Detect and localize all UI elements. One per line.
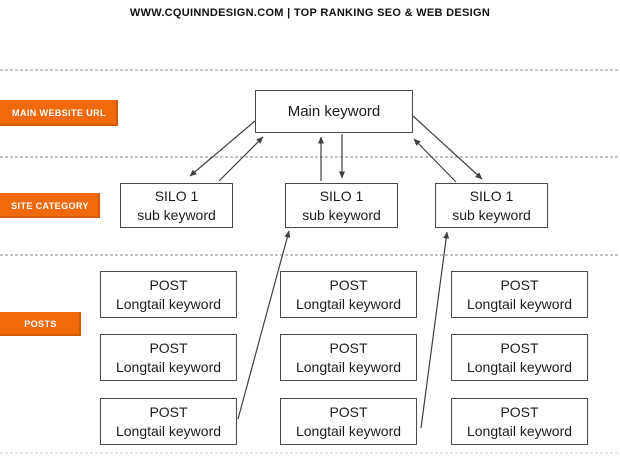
- row-label-main-website-url: MAIN WEBSITE URL: [0, 100, 118, 126]
- row-label-posts-text: POSTS: [24, 319, 57, 329]
- silo-subtitle: sub keyword: [137, 206, 216, 223]
- post-subtitle: Longtail keyword: [466, 358, 573, 375]
- post-subtitle: Longtail keyword: [295, 295, 402, 312]
- post-subtitle: Longtail keyword: [295, 422, 402, 439]
- silo-box-3: SILO 1 sub keyword: [435, 183, 548, 228]
- page-title: WWW.CQUINNDESIGN.COM | TOP RANKING SEO &…: [129, 7, 491, 19]
- post-box-col3-row3: POST Longtail keyword: [451, 398, 588, 445]
- silo-title: SILO 1: [154, 187, 199, 204]
- post-title: POST: [149, 276, 188, 293]
- arrow-silo3-to-main: [413, 138, 457, 183]
- main-keyword-label: Main keyword: [287, 102, 381, 120]
- post-box-col1-row1: POST Longtail keyword: [100, 271, 237, 318]
- post-subtitle: Longtail keyword: [115, 295, 222, 312]
- post-title: POST: [149, 339, 188, 356]
- post-title: POST: [329, 403, 368, 420]
- silo-subtitle: sub keyword: [302, 206, 381, 223]
- post-box-col1-row3: POST Longtail keyword: [100, 398, 237, 445]
- post-title: POST: [500, 276, 539, 293]
- post-title: POST: [500, 403, 539, 420]
- post-box-col2-row1: POST Longtail keyword: [280, 271, 417, 318]
- post-subtitle: Longtail keyword: [295, 358, 402, 375]
- post-title: POST: [329, 339, 368, 356]
- post-title: POST: [500, 339, 539, 356]
- post-subtitle: Longtail keyword: [466, 422, 573, 439]
- silo-box-2: SILO 1 sub keyword: [285, 183, 398, 228]
- arrow-post-col2-to-silo3: [420, 231, 450, 429]
- row-label-site-category: SITE CATEGORY: [0, 193, 100, 218]
- post-subtitle: Longtail keyword: [115, 422, 222, 439]
- arrow-post-col1-to-silo2: [237, 230, 291, 420]
- post-box-col1-row2: POST Longtail keyword: [100, 334, 237, 381]
- post-box-col2-row2: POST Longtail keyword: [280, 334, 417, 381]
- main-keyword-box: Main keyword: [255, 90, 413, 133]
- row-label-posts: POSTS: [0, 312, 81, 336]
- post-subtitle: Longtail keyword: [466, 295, 573, 312]
- post-box-col3-row2: POST Longtail keyword: [451, 334, 588, 381]
- arrow-main-to-silo1: [189, 120, 256, 177]
- silo-title: SILO 1: [319, 187, 364, 204]
- silo-subtitle: sub keyword: [452, 206, 531, 223]
- arrow-main-to-silo3: [412, 115, 483, 180]
- post-title: POST: [149, 403, 188, 420]
- post-subtitle: Longtail keyword: [115, 358, 222, 375]
- row-label-main-website-url-text: MAIN WEBSITE URL: [12, 108, 106, 118]
- silo-title: SILO 1: [469, 187, 514, 204]
- post-box-col2-row3: POST Longtail keyword: [280, 398, 417, 445]
- row-label-site-category-text: SITE CATEGORY: [11, 200, 89, 211]
- silo-box-1: SILO 1 sub keyword: [120, 183, 233, 228]
- arrow-silo1-to-main: [218, 136, 264, 182]
- post-box-col3-row1: POST Longtail keyword: [451, 271, 588, 318]
- post-title: POST: [329, 276, 368, 293]
